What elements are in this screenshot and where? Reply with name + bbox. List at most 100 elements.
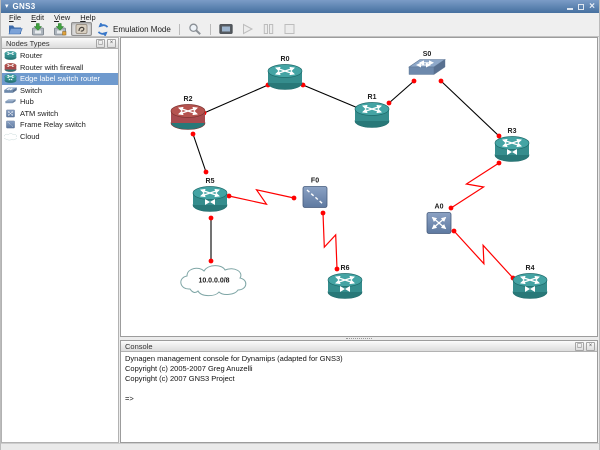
node-label: R3: [508, 128, 517, 135]
sidebar-item-hub[interactable]: Hub: [2, 96, 118, 108]
folder-open-icon: [8, 23, 23, 36]
screenshot-button[interactable]: [215, 22, 237, 36]
node-R2[interactable]: R2: [170, 96, 206, 130]
title-bar[interactable]: ▾ GNS3 ×: [1, 0, 599, 13]
sidebar-item-label: Hub: [20, 97, 34, 107]
sidebar-item-router[interactable]: Router: [2, 50, 118, 62]
link-R2-R0[interactable]: [203, 84, 269, 114]
frsw-icon: [6, 121, 15, 129]
pause-button[interactable]: [258, 22, 279, 36]
link-R3-A0[interactable]: [450, 162, 500, 209]
close-button[interactable]: ×: [589, 1, 595, 12]
save-icon: [31, 22, 45, 36]
node-R0[interactable]: R0: [267, 56, 303, 90]
console-splitter[interactable]: [120, 337, 598, 340]
node-F0[interactable]: F0: [302, 178, 328, 208]
hub-icon: [5, 99, 16, 104]
link-A0-R4[interactable]: [453, 230, 514, 279]
stop-icon: [283, 23, 296, 35]
node-R3[interactable]: R3: [494, 128, 530, 162]
node-R6[interactable]: R6: [327, 265, 363, 299]
link-endpoint-dot: [208, 258, 214, 264]
float-panel-icon[interactable]: ▢: [96, 38, 105, 48]
node-NET[interactable]: 10.0.0.0/8: [180, 265, 247, 297]
sidebar-item-router_fw[interactable]: Router with firewall: [2, 62, 118, 74]
console-panel: Console ▢ × Dynagen management console f…: [120, 340, 598, 443]
link-endpoint-dot: [320, 210, 326, 216]
close-panel-icon[interactable]: ×: [107, 38, 116, 48]
atm-icon: [6, 109, 15, 117]
window-title: GNS3: [12, 2, 36, 11]
menu-edit[interactable]: Edit: [31, 13, 45, 22]
float-console-icon[interactable]: ▢: [575, 341, 584, 351]
console-output[interactable]: Dynagen management console for Dynamips …: [121, 352, 597, 406]
node-label: A0: [435, 204, 444, 211]
emulation-mode-button[interactable]: Emulation Mode: [92, 22, 175, 36]
minimize-button[interactable]: [567, 3, 574, 10]
console-header: Console ▢ ×: [121, 341, 597, 352]
sidebar-item-elsr[interactable]: Edge label switch router: [2, 73, 118, 85]
sidebar-item-label: Router with firewall: [20, 62, 84, 72]
pause-icon: [262, 23, 275, 35]
console-line: Dynagen management console for Dynamips …: [125, 354, 343, 363]
link-F0-R6[interactable]: [322, 212, 338, 270]
close-console-icon[interactable]: ×: [586, 341, 595, 351]
router-icon: [267, 64, 303, 90]
sidebar-item-cloud[interactable]: Cloud: [2, 131, 118, 143]
node-label: R2: [184, 96, 193, 103]
save-button[interactable]: [27, 22, 49, 36]
node-S0[interactable]: S0: [408, 51, 446, 75]
stop-button[interactable]: [279, 22, 300, 36]
switch-icon: [4, 87, 17, 93]
sidebar-item-label: Router: [20, 51, 43, 61]
design-mode-toggle[interactable]: [71, 22, 92, 36]
window-menu-icon[interactable]: ▾: [5, 3, 9, 10]
link-endpoint-dot: [291, 195, 297, 201]
magnifier-icon: [188, 23, 202, 36]
link-R2-R5[interactable]: [192, 133, 207, 173]
node-A0[interactable]: A0: [426, 204, 452, 234]
link-R0-R1[interactable]: [302, 84, 359, 109]
sidebar-item-label: ATM switch: [20, 108, 59, 118]
play-icon: [241, 23, 254, 35]
console-line: Copyright (c) 2007 GNS3 Project: [125, 374, 235, 383]
zoom-button[interactable]: [184, 22, 206, 36]
save-as-button[interactable]: [49, 22, 71, 36]
console-title: Console: [125, 341, 153, 351]
maximize-button[interactable]: [578, 3, 585, 10]
link-endpoint-dot: [226, 193, 232, 199]
node-R4[interactable]: R4: [512, 265, 548, 299]
open-button[interactable]: [4, 22, 27, 36]
link-R5-F0[interactable]: [228, 188, 295, 206]
sidebar-item-atm[interactable]: ATM switch: [2, 108, 118, 120]
play-button[interactable]: [237, 22, 258, 36]
menu-view[interactable]: View: [54, 13, 71, 22]
sidebar-item-switch[interactable]: Switch: [2, 85, 118, 97]
sidebar-item-frsw[interactable]: Frame Relay switch: [2, 119, 118, 131]
elsr-icon: [192, 186, 228, 212]
node-label: S0: [423, 51, 432, 58]
nodes-types-header: Nodes Types ▢ ×: [2, 38, 118, 49]
node-R5[interactable]: R5: [192, 178, 228, 212]
node-R1[interactable]: R1: [354, 94, 390, 128]
link-S0-R3[interactable]: [440, 80, 500, 137]
link-R1-S0[interactable]: [388, 80, 415, 104]
elsr-icon: [4, 74, 17, 84]
node-label: 10.0.0.0/8: [198, 278, 229, 285]
link-endpoint-dot: [386, 100, 392, 106]
elsr-icon: [512, 273, 548, 299]
menu-help[interactable]: Help: [80, 13, 96, 22]
link-endpoint-dot: [496, 160, 502, 166]
router_fw-icon: [170, 104, 206, 130]
console-line: Copyright (c) 2005-2007 Greg Anuzelli: [125, 364, 253, 373]
node-label: R5: [206, 178, 215, 185]
toolbar: Emulation Mode: [1, 22, 599, 37]
link-endpoint-dot: [411, 78, 417, 84]
sidebar-item-label: Edge label switch router: [20, 74, 101, 84]
menu-file[interactable]: File: [9, 13, 22, 22]
